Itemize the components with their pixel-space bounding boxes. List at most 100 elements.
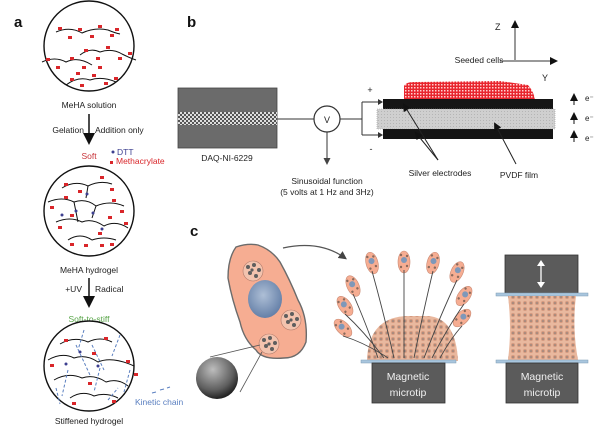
dtt-crosslinks-3 — [64, 350, 100, 368]
meha-hydrogel-caption: MeHA hydrogel — [60, 265, 118, 275]
nanoparticle — [468, 291, 472, 295]
nanoparticle — [461, 266, 464, 270]
small-cell — [365, 251, 379, 275]
seeded-cells-layer — [404, 81, 535, 100]
kinetic-chain-label: Kinetic chain — [135, 397, 183, 407]
nanoparticle — [457, 297, 460, 300]
small-nucleus — [460, 313, 467, 320]
label-pointers — [402, 103, 517, 165]
cell-trajectories — [342, 269, 465, 359]
electron-label-3: e⁻ — [585, 134, 594, 143]
electron-label-1: e⁻ — [585, 94, 594, 103]
small-nucleus — [340, 301, 347, 308]
nanoparticle — [351, 290, 354, 293]
nanoparticle — [372, 255, 375, 258]
cell-trajectory — [352, 293, 379, 359]
nanoparticle — [339, 320, 343, 323]
nanoparticle — [356, 287, 359, 290]
small-nucleus — [430, 258, 437, 265]
nanoparticle — [346, 279, 349, 283]
meha-hydrogel-circle — [43, 165, 135, 257]
cell-trajectory — [439, 325, 463, 359]
methacrylate-legend-icon — [110, 161, 113, 164]
daq-label: DAQ-NI-6229 — [201, 153, 253, 163]
panel-c: c — [190, 223, 589, 404]
magnet-left-line1: Magnetic — [387, 371, 430, 383]
soft-label: Soft — [81, 151, 97, 161]
nanoparticle — [344, 310, 347, 314]
magnetic-microtip-left — [371, 362, 446, 404]
magnet-right-line2: microtip — [524, 387, 561, 399]
gelation-label: Gelation — [52, 125, 84, 135]
soft-to-stiff-label: Soft-to-stiff — [69, 314, 111, 324]
cell-trajectory — [413, 270, 434, 359]
uv-label: +UV — [65, 284, 82, 294]
small-cell — [345, 275, 361, 297]
nanoparticle — [464, 287, 467, 290]
methacrylate-groups-2 — [50, 176, 128, 247]
minus-terminal: - — [370, 144, 373, 154]
pvdf-film — [376, 108, 556, 130]
lead-arrowheads — [378, 99, 383, 138]
plus-terminal: + — [367, 85, 372, 95]
nanoparticle — [405, 254, 409, 258]
small-nucleus — [349, 281, 356, 288]
meha-solution-caption: MeHA solution — [62, 100, 117, 110]
double-arrow-icon — [537, 260, 545, 288]
zoom-line-bottom — [239, 351, 263, 393]
dtt-crosslinks — [60, 192, 104, 231]
small-nucleus — [462, 291, 469, 298]
cell-trajectory — [423, 279, 458, 359]
nanoparticle — [346, 327, 350, 330]
nanoparticle — [369, 267, 372, 270]
small-cell — [336, 296, 354, 316]
cell-trajectory — [371, 270, 395, 359]
nanoparticle — [430, 254, 434, 257]
pvdf-film-label: PVDF film — [500, 170, 538, 180]
methacrylate-groups — [46, 25, 132, 87]
zoom-line-top — [209, 344, 261, 358]
magnetic-microtip-right — [505, 362, 579, 404]
small-cell — [397, 250, 411, 274]
panel-a-label: a — [14, 14, 23, 31]
dtt-legend-label: DTT — [117, 147, 134, 157]
small-cell — [426, 251, 440, 275]
nanoparticle — [334, 323, 338, 327]
voltmeter-symbol: V — [324, 115, 330, 125]
magnet-left-line2: microtip — [390, 387, 427, 399]
small-nucleus — [338, 323, 345, 330]
nanoparticle — [462, 299, 466, 303]
nanoparticle — [343, 332, 346, 335]
nanoparticle — [433, 266, 437, 269]
small-nucleus — [368, 258, 375, 265]
electrode-leads — [361, 101, 380, 136]
cell-spheroid — [367, 316, 458, 361]
small-cell — [449, 261, 465, 283]
glass-plate-left — [360, 359, 457, 364]
nanoparticle — [399, 265, 403, 269]
dtt-legend-icon — [111, 150, 115, 154]
small-nucleus — [401, 257, 407, 263]
daq-device — [177, 87, 278, 149]
nanoparticle — [348, 306, 351, 309]
compressed-tissue — [508, 296, 578, 360]
bottom-silver-electrode — [383, 129, 553, 139]
kinetic-chain-legend-icon — [151, 386, 171, 394]
panel-a: a MeHA solution Gelati — [14, 0, 183, 426]
cell-trajectory — [342, 335, 389, 359]
nanoparticle — [399, 253, 403, 257]
magnetic-bead-icon — [196, 357, 238, 399]
top-silver-electrode — [383, 99, 553, 109]
signal-line-1: Sinusoidal function — [291, 176, 363, 186]
stiffened-hydrogel-circle — [43, 320, 138, 412]
kinetic-chains — [55, 329, 131, 405]
seeded-cells-label: Seeded cells — [455, 55, 504, 65]
panel-b-label: b — [187, 14, 196, 31]
nanoparticle — [337, 300, 340, 304]
methacrylate-groups-3 — [50, 337, 138, 405]
glass-plate-top — [495, 292, 589, 297]
nanoparticle — [427, 265, 431, 269]
nanoparticle — [351, 278, 355, 281]
small-cell — [333, 318, 353, 338]
axis-indicator — [500, 20, 558, 65]
